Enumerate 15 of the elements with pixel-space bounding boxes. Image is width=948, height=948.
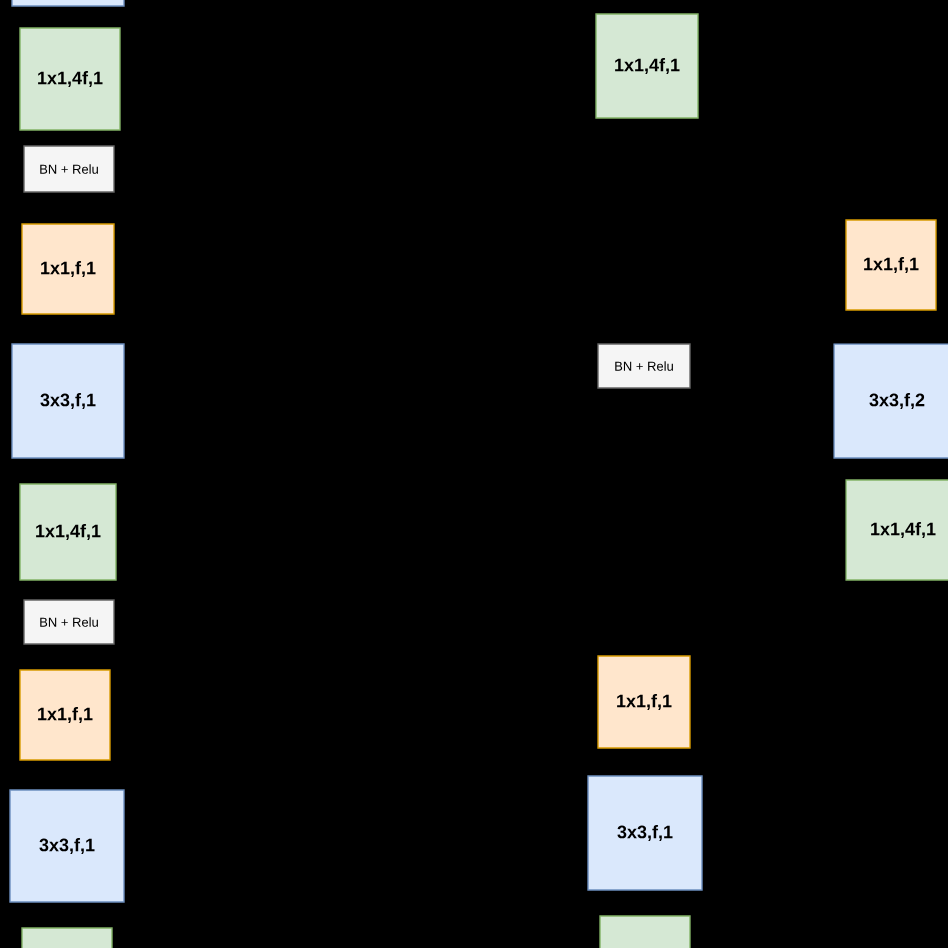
conv-box: 3x3,f,1	[587, 775, 703, 891]
conv-box: 3x3,f,1	[11, 343, 125, 459]
conv-box: 1x1,f,1	[845, 219, 937, 311]
conv-box: 1x1,f,1	[21, 223, 115, 315]
conv-box: 3x3,f,1	[9, 789, 125, 903]
box	[599, 915, 691, 948]
box	[21, 927, 113, 948]
box	[11, 0, 125, 7]
conv-box: 3x3,f,2	[833, 343, 948, 459]
conv-box: 1x1,4f,1	[595, 13, 699, 119]
conv-box: 1x1,f,1	[597, 655, 691, 749]
conv-box: 1x1,4f,1	[19, 483, 117, 581]
conv-box: 1x1,4f,1	[845, 479, 948, 581]
conv-box: 1x1,f,1	[19, 669, 111, 761]
conv-box: 1x1,4f,1	[19, 27, 121, 131]
